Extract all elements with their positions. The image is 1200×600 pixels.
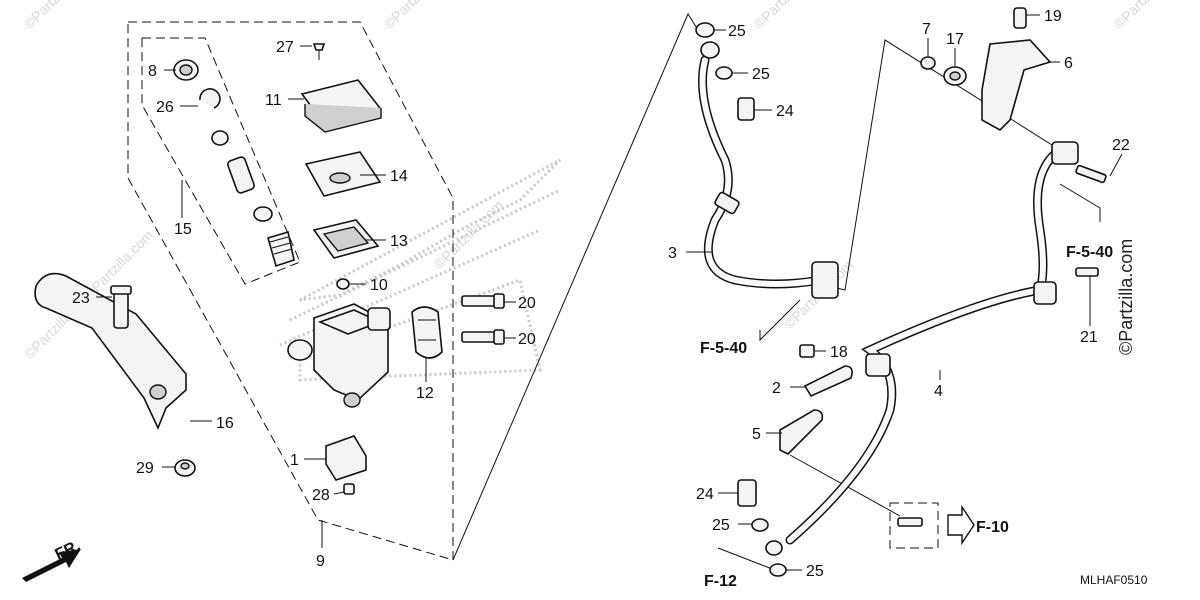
- callout-24-lower[interactable]: 24: [696, 486, 714, 503]
- part-12-holder[interactable]: [411, 306, 443, 359]
- ref-f12[interactable]: F-12: [704, 573, 737, 590]
- part-7-collar[interactable]: [920, 56, 936, 70]
- wing-emblem: [279, 158, 562, 382]
- callout-4[interactable]: 4: [934, 383, 943, 400]
- callout-12[interactable]: 12: [416, 385, 434, 402]
- part-19-bolt[interactable]: [1013, 7, 1027, 29]
- f10-dashed-box: [889, 502, 939, 549]
- part-17-grommet[interactable]: [943, 66, 967, 86]
- part-10-float[interactable]: [336, 278, 350, 290]
- callout-16[interactable]: 16: [216, 415, 234, 432]
- part-21-bolt[interactable]: [1075, 267, 1099, 277]
- part-11-reservoir-cap[interactable]: [300, 79, 382, 133]
- part-6-bracket[interactable]: [981, 39, 1052, 131]
- part-2-clamp[interactable]: [803, 365, 853, 398]
- callout-27[interactable]: 27: [276, 39, 294, 56]
- part-14-diaphragm-plate[interactable]: [304, 151, 382, 197]
- master-cylinder-body[interactable]: [287, 303, 391, 408]
- part-24-bolt-lower[interactable]: [737, 479, 757, 507]
- front-label: FR.: [53, 537, 84, 563]
- part-25-washer-mid[interactable]: [715, 66, 733, 80]
- part-28-screw[interactable]: [343, 483, 355, 495]
- part-20-bolt-lower[interactable]: [461, 329, 505, 345]
- ref-f540-right[interactable]: F-5-40: [1066, 244, 1113, 261]
- callout-13[interactable]: 13: [390, 233, 408, 250]
- callout-19[interactable]: 19: [1044, 8, 1062, 25]
- callout-22[interactable]: 22: [1112, 137, 1130, 154]
- callout-8[interactable]: 8: [148, 63, 157, 80]
- master-cylinder-group: [34, 21, 516, 561]
- callout-6[interactable]: 6: [1064, 55, 1073, 72]
- part-24-bolt-upper[interactable]: [737, 97, 755, 121]
- watermark: ©Partzilla.com: [751, 0, 826, 32]
- callout-20-lower[interactable]: 20: [518, 331, 536, 348]
- part-25-washer-lower[interactable]: [751, 518, 769, 532]
- callout-25-lower[interactable]: 25: [712, 517, 730, 534]
- callout-26[interactable]: 26: [156, 99, 174, 116]
- front-direction-indicator: FR.: [22, 537, 83, 582]
- callout-14[interactable]: 14: [390, 168, 408, 185]
- callout-28[interactable]: 28: [312, 487, 330, 504]
- diagram-code: MLHAF0510: [1080, 573, 1148, 587]
- reference-labels: F-5-40 F-5-40 F-10 F-12: [700, 244, 1113, 590]
- part-29-nut[interactable]: [174, 459, 196, 477]
- callout-15[interactable]: 15: [174, 221, 192, 238]
- callout-25-top[interactable]: 25: [728, 23, 746, 40]
- callout-5[interactable]: 5: [752, 426, 761, 443]
- hose-3[interactable]: [698, 41, 839, 299]
- watermark: ©Partzilla.com: [381, 0, 456, 32]
- part-23-pivot-bolt[interactable]: [110, 285, 132, 329]
- callout-25-mid[interactable]: 25: [752, 66, 770, 83]
- part-5-stay[interactable]: [779, 409, 824, 455]
- callout-17[interactable]: 17: [946, 31, 964, 48]
- part-16-brake-lever[interactable]: [34, 272, 187, 431]
- callout-25-bottom[interactable]: 25: [806, 563, 824, 580]
- part-1-brake-switch[interactable]: [325, 435, 367, 481]
- callout-7[interactable]: 7: [922, 21, 931, 38]
- connection-line: [452, 12, 699, 561]
- part-25-washer-top[interactable]: [695, 22, 715, 38]
- callout-11[interactable]: 11: [265, 92, 282, 109]
- callout-9[interactable]: 9: [316, 553, 325, 570]
- hose-4[interactable]: [765, 141, 1079, 556]
- ref-f540-left[interactable]: F-5-40: [700, 340, 747, 357]
- connection-line: [811, 39, 1061, 291]
- callout-1[interactable]: 1: [290, 452, 299, 469]
- callout-18[interactable]: 18: [830, 344, 848, 361]
- piston-assembly[interactable]: [211, 130, 295, 268]
- part-18-bolt[interactable]: [799, 344, 815, 358]
- callout-23[interactable]: 23: [72, 290, 90, 307]
- part-20-bolt-upper[interactable]: [461, 293, 505, 309]
- callout-20-upper[interactable]: 20: [518, 295, 536, 312]
- watermark-vertical: ©Partzilla.com: [1116, 239, 1136, 355]
- part-22-bolt[interactable]: [1075, 164, 1107, 184]
- callout-29[interactable]: 29: [136, 460, 154, 477]
- part-27-screw[interactable]: [312, 43, 326, 60]
- part-26-circlip[interactable]: [199, 88, 221, 109]
- callout-24-upper[interactable]: 24: [776, 103, 794, 120]
- callout-3[interactable]: 3: [668, 245, 677, 262]
- callout-labels: 8 26 15 27 11 14 13 10 20 20 12 1 28 9 2…: [72, 8, 1130, 580]
- callout-2[interactable]: 2: [772, 380, 781, 397]
- watermark: ©Partzilla.com: [1111, 0, 1186, 32]
- part-8-boot[interactable]: [173, 59, 199, 81]
- callout-10[interactable]: 10: [370, 277, 388, 294]
- part-13-diaphragm[interactable]: [312, 219, 380, 259]
- f10-arrow: [947, 504, 975, 546]
- ref-f10[interactable]: F-10: [976, 519, 1009, 536]
- watermark: ©Partzilla.com: [21, 0, 96, 32]
- part-25-washer-bottom[interactable]: [769, 563, 787, 577]
- callout-21[interactable]: 21: [1080, 329, 1098, 346]
